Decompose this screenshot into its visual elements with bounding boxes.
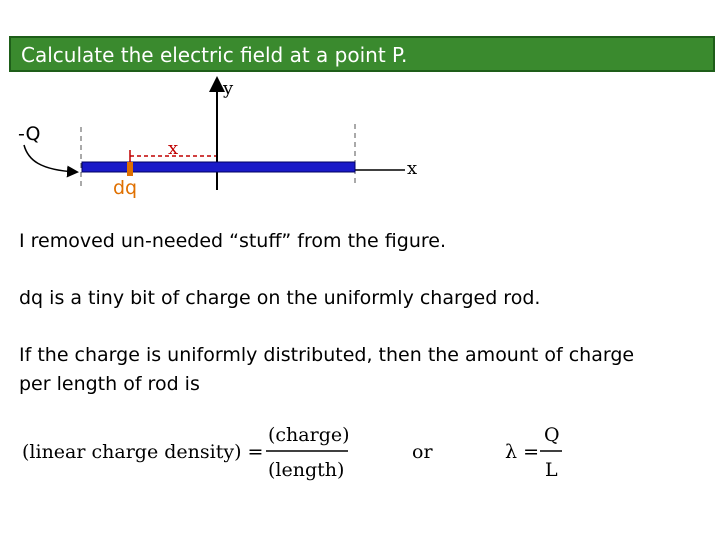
formula-or: or [412,441,433,463]
paragraph-dq-definition: dq is a tiny bit of charge on the unifor… [19,287,541,309]
paragraph-uniform-charge: If the charge is uniformly distributed, … [19,344,635,395]
formula-numerator: (charge) [268,424,350,446]
y-axis-label: y [222,78,234,99]
x-axis-label: x [407,158,417,179]
lambda-numerator: Q [544,424,560,446]
title-bar: Calculate the electric field at a point … [9,36,715,72]
lambda-lhs: λ = [505,441,539,463]
slide-title: Calculate the electric field at a point … [21,43,408,67]
paragraph-removed-stuff: I removed un-needed “stuff” from the fig… [19,230,446,252]
dq-label: dq [113,177,137,199]
formula-denominator: (length) [268,459,344,481]
charged-rod [81,161,356,173]
dq-element [127,162,133,176]
charge-pointer-arrow [23,144,79,178]
lambda-denominator: L [545,459,558,481]
distance-x-label: x [168,138,178,159]
formula-lhs: (linear charge density) = [22,441,263,463]
charge-label: -Q [18,123,41,145]
